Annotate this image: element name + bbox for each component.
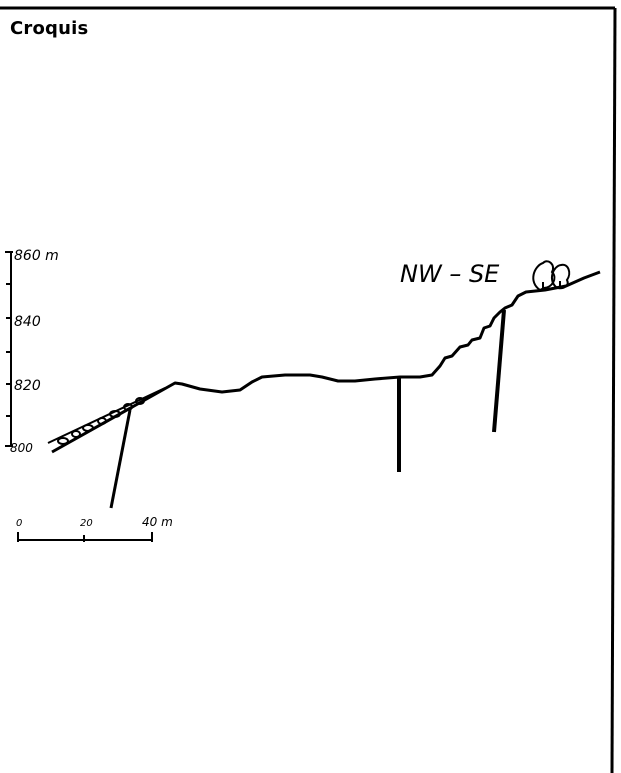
axis-tick-label: 860 m <box>14 248 59 264</box>
tree-icon <box>532 260 571 292</box>
section-line-3 <box>492 309 506 433</box>
page-title: Croquis <box>10 18 89 39</box>
axis-tick-label: 840 <box>14 314 41 330</box>
scale-bar-label: 40 m <box>142 515 173 529</box>
slope-deposit <box>47 387 166 445</box>
scale-bar-label: 20 <box>80 518 93 529</box>
scale-bar <box>17 532 153 542</box>
axis-tick-label: 800 <box>10 441 33 455</box>
terrain-profile-line <box>51 270 601 454</box>
orientation-label: NW – SE <box>400 260 500 288</box>
section-line-1 <box>109 409 132 509</box>
axis-tick-label: 820 <box>14 378 41 394</box>
elevation-axis <box>5 251 13 447</box>
scale-bar-label: 0 <box>16 518 22 529</box>
frame-right-border <box>610 7 617 773</box>
